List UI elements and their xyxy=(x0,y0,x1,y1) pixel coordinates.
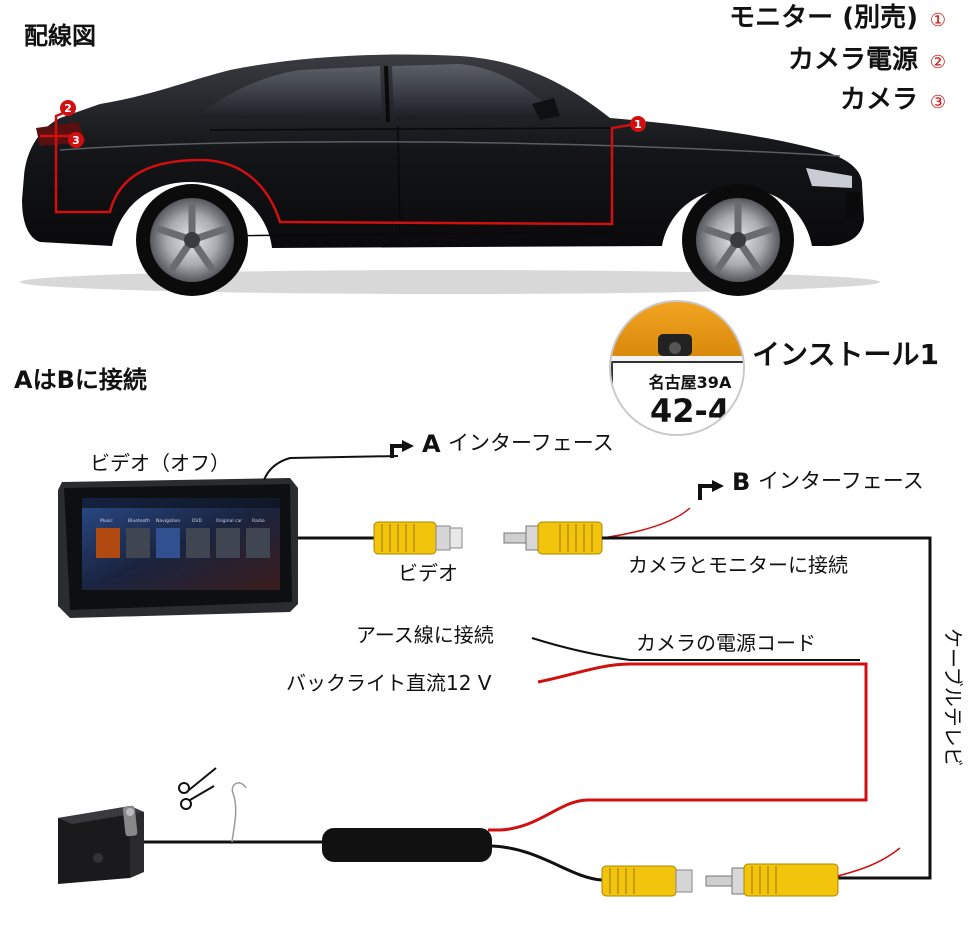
car-wheel-rear xyxy=(136,184,248,296)
monitor-to-interface-a-wire xyxy=(263,455,399,481)
car-illustration: 1 2 3 xyxy=(20,54,880,296)
plate-line1: 名古屋39A xyxy=(649,373,732,392)
svg-text:3: 3 xyxy=(72,134,80,147)
car-marker-1: 1 xyxy=(630,116,646,132)
car-marker-2: 2 xyxy=(60,100,76,116)
rca-female-camera xyxy=(601,865,693,897)
svg-text:2: 2 xyxy=(64,102,72,115)
monitor-tab-radio: Radio xyxy=(252,518,265,524)
install-label: インストール1 xyxy=(752,338,939,371)
legend-monitor-label: モニター (別売) xyxy=(729,3,918,33)
interface-a-text: インターフェース xyxy=(448,431,614,455)
rear-camera xyxy=(58,805,144,884)
interface-a-letter: A xyxy=(422,430,441,458)
legend-camera-power-marker: ② xyxy=(930,52,946,73)
rca-male-camera xyxy=(503,521,603,555)
monitor-tab-bluetooth: Bluetooth xyxy=(128,518,150,524)
ground-label: アース線に接続 xyxy=(356,623,494,647)
legend: モニター (別売) ① カメラ電源 ② カメラ ③ xyxy=(729,3,946,115)
plate-line2: 42-4 xyxy=(650,392,730,430)
camera-power-cord-label: カメラの電源コード xyxy=(636,631,816,655)
car-window-front xyxy=(392,64,560,120)
interface-a-arrow xyxy=(390,440,414,458)
monitor-tab-music: Music xyxy=(100,518,113,524)
scissors-icon xyxy=(178,767,217,810)
monitor: Music Bluetooth Navigation DVD Original … xyxy=(58,478,298,618)
camera-monitor-connect-label: カメラとモニターに接続 xyxy=(628,553,848,577)
car-routing-wire xyxy=(54,110,637,226)
legend-camera-label: カメラ xyxy=(840,85,918,115)
cable-splitter xyxy=(322,828,492,862)
monitor-tab-original-car: Original car xyxy=(216,518,242,524)
interface-b-arrow xyxy=(698,480,724,500)
monitor-tab-navigation: Navigation xyxy=(156,518,180,524)
svg-text:1: 1 xyxy=(634,118,642,131)
backlight-label: バックライト直流12 V xyxy=(286,671,492,695)
legend-camera-marker: ③ xyxy=(930,92,946,113)
legend-camera-power-label: カメラ電源 xyxy=(788,45,918,75)
a-to-b-label: AはBに接続 xyxy=(14,366,147,394)
monitor-tab-dvd: DVD xyxy=(192,518,202,524)
video-cable-loop xyxy=(602,536,932,880)
monitor-app-tiles xyxy=(96,528,270,558)
rca-female-monitor xyxy=(373,521,463,555)
car-window-rear xyxy=(196,66,382,120)
ground-wire xyxy=(531,637,860,661)
install-illustration: 名古屋39A 42-4 xyxy=(609,300,745,436)
cable-tv-label: ケーブルテレビ xyxy=(941,628,965,767)
car-marker-3: 3 xyxy=(68,132,84,148)
video-off-label: ビデオ（オフ） xyxy=(90,451,230,475)
diagram-title: 配線図 xyxy=(24,22,96,50)
legend-monitor-marker: ① xyxy=(930,10,946,31)
interface-b-letter: B xyxy=(732,468,750,496)
video-label: ビデオ xyxy=(398,561,458,585)
rca-male-cable-end xyxy=(705,863,839,897)
power-red-wire xyxy=(488,662,868,832)
car-wheel-front xyxy=(682,184,794,296)
interface-b-text: インターフェース xyxy=(758,469,924,493)
